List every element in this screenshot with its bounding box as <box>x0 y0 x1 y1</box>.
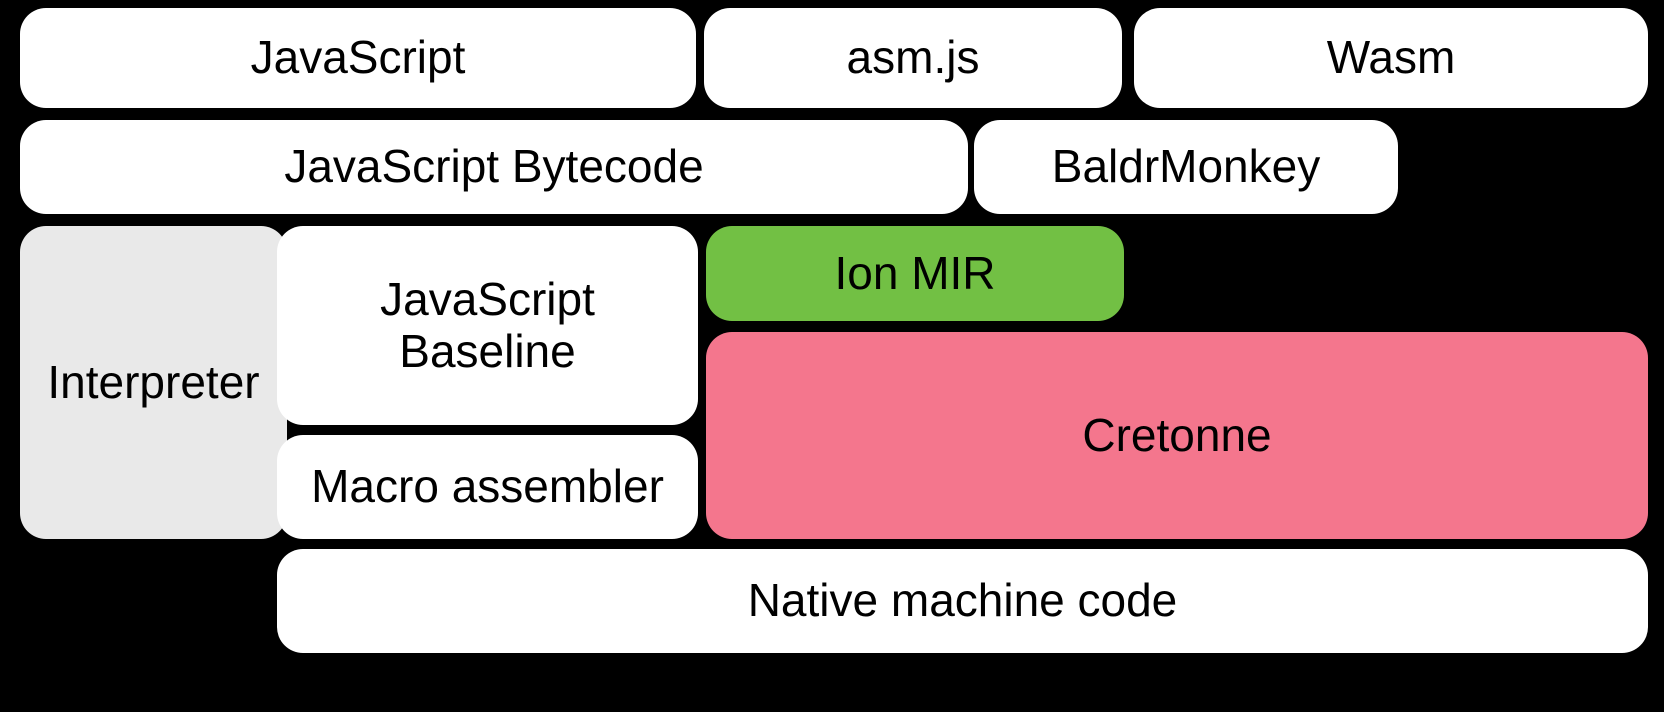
node-macro-assembler[interactable]: Macro assembler <box>277 435 698 539</box>
node-native-machine-code[interactable]: Native machine code <box>277 549 1648 653</box>
node-baldrmonkey[interactable]: BaldrMonkey <box>974 120 1398 214</box>
node-wasm[interactable]: Wasm <box>1134 8 1648 108</box>
node-cretonne[interactable]: Cretonne <box>706 332 1648 539</box>
node-ion-mir[interactable]: Ion MIR <box>706 226 1124 321</box>
node-javascript[interactable]: JavaScript <box>20 8 696 108</box>
node-interpreter[interactable]: Interpreter <box>20 226 287 539</box>
node-asm-js[interactable]: asm.js <box>704 8 1122 108</box>
node-javascript-baseline[interactable]: JavaScript Baseline <box>277 226 698 425</box>
node-javascript-bytecode[interactable]: JavaScript Bytecode <box>20 120 968 214</box>
